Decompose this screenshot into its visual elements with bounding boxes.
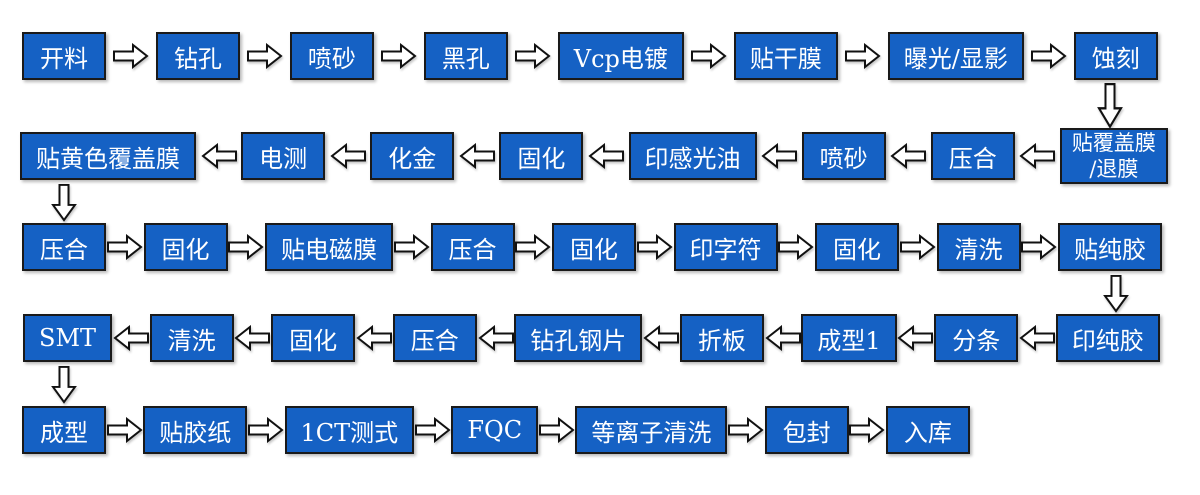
arrow-right-icon	[113, 43, 149, 69]
flow-step: 分条	[934, 314, 1019, 362]
flow-step: 固化	[552, 223, 636, 271]
flow-step: 印感光油	[628, 132, 757, 180]
arrow-right-icon	[415, 417, 451, 443]
arrow-down-icon	[51, 184, 77, 222]
flow-step: 曝光/显影	[887, 32, 1024, 80]
flow-step: 包封	[764, 406, 849, 454]
flow-step: 贴电磁膜	[265, 223, 393, 271]
flow-step: 压合	[22, 223, 106, 271]
arrow-left-icon	[478, 325, 514, 351]
arrow-right-icon	[515, 234, 551, 260]
flow-row-4: SMT 清洗 固化 压合 钻孔钢片 折板 成型1 分条 印纯胶	[23, 314, 1160, 362]
arrow-left-icon	[643, 325, 679, 351]
arrow-right-icon	[1021, 234, 1057, 260]
arrow-down-icon	[1097, 83, 1123, 129]
arrow-right-icon	[539, 417, 575, 443]
arrow-left-icon	[890, 143, 926, 169]
arrow-right-icon	[849, 417, 885, 443]
arrow-right-icon	[107, 234, 143, 260]
flow-step: 等离子清洗	[575, 406, 728, 454]
flow-step: 贴覆盖膜 /退膜	[1059, 128, 1168, 184]
arrow-right-icon	[728, 417, 764, 443]
arrow-down-icon	[1103, 275, 1129, 313]
arrow-left-icon	[588, 143, 624, 169]
flow-step: 贴胶纸	[143, 406, 248, 454]
flow-step: 贴干膜	[733, 32, 838, 80]
flow-step: Vcp电镀	[557, 32, 684, 80]
arrow-right-icon	[900, 234, 936, 260]
arrow-right-icon	[248, 417, 284, 443]
flow-step: 黑孔	[423, 32, 508, 80]
flow-step: SMT	[23, 314, 113, 362]
flow-step: 入库	[885, 406, 970, 454]
arrow-left-icon	[765, 325, 801, 351]
flow-step: 钻孔	[155, 32, 240, 80]
flow-step: 清洗	[936, 223, 1021, 271]
flow-step: 压合	[930, 132, 1015, 180]
flow-step: 成型	[22, 406, 106, 454]
flow-row-1: 开料 钻孔 喷砂 黑孔 Vcp电镀 贴干膜 曝光/显影 蚀刻	[22, 32, 1158, 80]
flow-step: 贴纯胶	[1058, 223, 1162, 271]
arrow-right-icon	[228, 234, 264, 260]
arrow-right-icon	[515, 43, 551, 69]
flow-step: 开料	[22, 32, 106, 80]
flow-step: 固化	[271, 314, 356, 362]
arrow-down-icon	[51, 366, 77, 404]
flow-step: 压合	[430, 223, 515, 271]
flow-step: 成型1	[801, 314, 897, 362]
arrow-left-icon	[113, 325, 149, 351]
flow-step: 蚀刻	[1073, 32, 1158, 80]
flow-step: 贴黄色覆盖膜	[20, 132, 196, 180]
flow-step: 电测	[241, 132, 326, 180]
flow-step: 清洗	[149, 314, 234, 362]
arrow-left-icon	[1019, 143, 1055, 169]
flow-step: 化金	[370, 132, 455, 180]
arrow-left-icon	[761, 143, 797, 169]
arrow-right-icon	[1031, 43, 1067, 69]
arrow-left-icon	[330, 143, 366, 169]
arrow-right-icon	[381, 43, 417, 69]
flow-step: 1CT测式	[284, 406, 415, 454]
flow-step: 喷砂	[289, 32, 374, 80]
arrow-left-icon	[1019, 325, 1055, 351]
flow-step: FQC	[451, 406, 539, 454]
flow-step: 印字符	[673, 223, 778, 271]
arrow-left-icon	[234, 325, 270, 351]
flow-step: 喷砂	[801, 132, 886, 180]
flow-step: 压合	[392, 314, 477, 362]
arrow-left-icon	[897, 325, 933, 351]
arrow-right-icon	[394, 234, 430, 260]
flow-step: 固化	[815, 223, 899, 271]
flow-step: 固化	[499, 132, 584, 180]
arrow-right-icon	[247, 43, 283, 69]
flow-step: 印纯胶	[1055, 314, 1160, 362]
arrow-right-icon	[778, 234, 814, 260]
arrow-right-icon	[845, 43, 881, 69]
arrow-left-icon	[459, 143, 495, 169]
arrow-right-icon	[691, 43, 727, 69]
flow-step: 折板	[679, 314, 764, 362]
arrow-right-icon	[637, 234, 673, 260]
arrow-right-icon	[107, 417, 143, 443]
flow-step: 钻孔钢片	[514, 314, 643, 362]
flow-row-2: 贴黄色覆盖膜 电测 化金 固化 印感光油 喷砂 压合 贴覆盖膜 /退膜	[20, 128, 1168, 184]
flow-step: 固化	[143, 223, 228, 271]
arrow-left-icon	[356, 325, 392, 351]
flow-row-5: 成型 贴胶纸 1CT测式 FQC 等离子清洗 包封 入库	[22, 406, 970, 454]
flow-row-3: 压合 固化 贴电磁膜 压合 固化 印字符 固化 清洗 贴纯胶	[22, 223, 1162, 271]
arrow-left-icon	[201, 143, 237, 169]
